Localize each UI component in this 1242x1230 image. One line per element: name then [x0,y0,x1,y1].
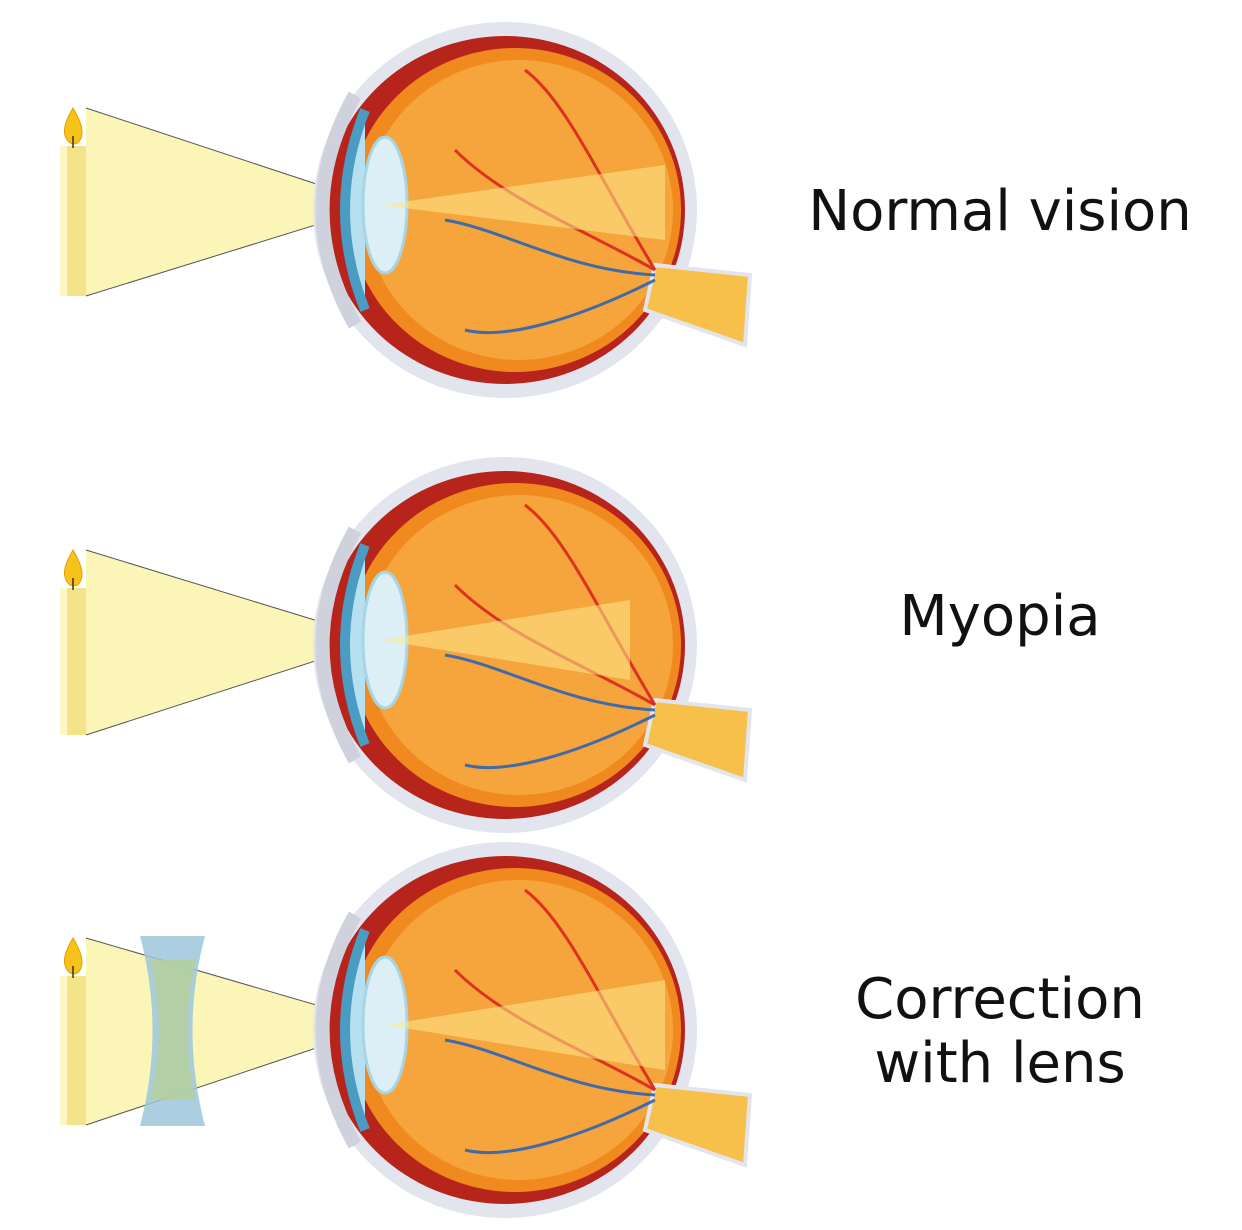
blood-vessel [444,218,656,277]
correction-diagram [60,842,753,1218]
blood-vessel [524,503,657,706]
caption-line: Normal vision [808,179,1192,244]
blood-vessel [444,1038,656,1097]
eyeball-cross-section [313,457,753,833]
optic-nerve [642,697,753,783]
cornea [315,91,362,329]
correction-panel: Correction with lens [0,830,1242,1230]
caption-line: with lens [874,1031,1126,1096]
focused-image [380,600,630,680]
iris [340,108,370,312]
concave-lens [140,936,205,1126]
blood-vessel [464,713,656,769]
focused-image [385,980,665,1070]
cornea [315,526,362,764]
normal-vision-panel: Normal vision [0,0,1242,400]
optic-nerve [642,262,753,348]
incoming-rays [86,108,380,296]
candle-flame [63,549,83,587]
iris [340,928,370,1132]
candle-icon [60,937,86,1125]
candle-highlight [60,588,67,735]
candle-icon [60,107,86,296]
correction-caption: Correction with lens [780,968,1220,1096]
incoming-rays [86,550,380,735]
candle-flame [63,937,83,975]
candle-highlight [60,976,67,1125]
blood-vessel [464,278,656,334]
normal-vision-diagram [60,22,753,398]
candle-highlight [60,146,67,296]
iris [340,543,370,747]
eyeball-cross-section [313,22,753,398]
myopia-panel: Myopia [0,440,1242,840]
normal-vision-caption: Normal vision [780,180,1220,244]
myopia-diagram [60,457,753,833]
blood-vessel [464,1098,656,1154]
focused-image [380,165,665,240]
eyeball-cross-section [313,842,753,1218]
lens-tint [150,960,196,1100]
candle-flame [63,107,83,145]
caption-line: Myopia [899,584,1101,649]
candle-icon [60,549,86,735]
optic-nerve [642,1082,753,1168]
blood-vessel [444,653,656,712]
cornea [315,911,362,1149]
myopia-caption: Myopia [780,585,1220,649]
caption-line: Correction [855,967,1145,1032]
